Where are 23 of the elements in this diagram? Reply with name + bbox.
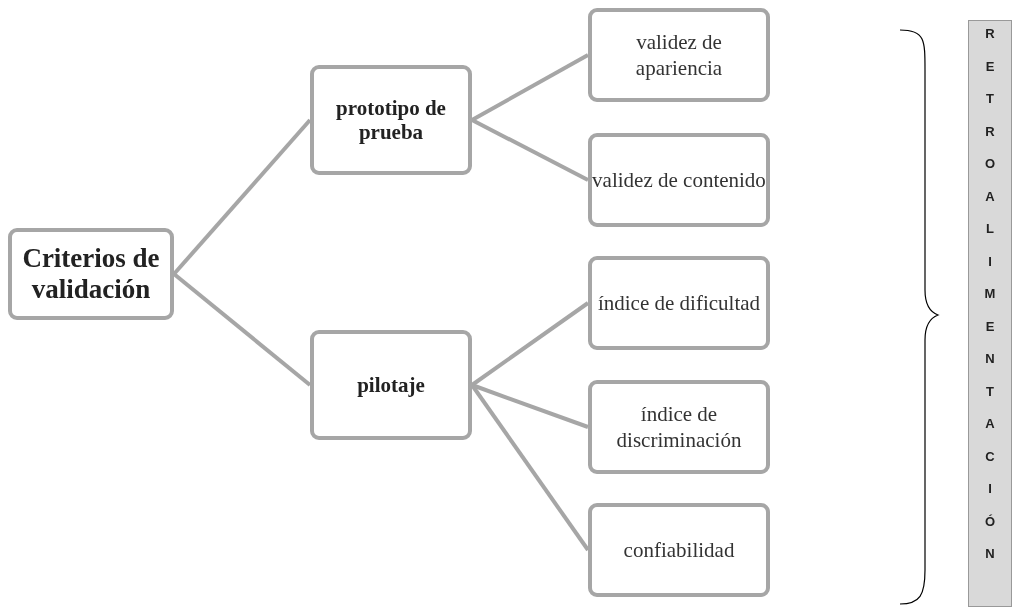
process-box	[588, 503, 770, 597]
node-label: validez de apariencia	[634, 29, 724, 81]
node-label: Criterios de validación	[21, 243, 161, 305]
process-box	[588, 256, 770, 350]
process-box	[310, 330, 472, 440]
connector-line	[172, 118, 312, 276]
node-label: pilotaje	[357, 373, 425, 397]
connector-line	[470, 301, 590, 387]
node-label: validez de contenido	[592, 167, 766, 193]
process-box	[8, 228, 174, 320]
node-label: prototipo de prueba	[335, 96, 447, 144]
process-box	[588, 380, 770, 474]
process-box	[588, 8, 770, 102]
node-label: índice de discriminación	[615, 401, 743, 453]
node-label: índice de dificultad	[597, 290, 761, 316]
vertical-label-box	[968, 20, 1012, 607]
connector-line	[172, 272, 312, 387]
connector-line	[471, 53, 589, 122]
node-label: confiabilidad	[623, 537, 735, 563]
process-box	[588, 133, 770, 227]
process-box	[310, 65, 472, 175]
connector-line	[471, 118, 589, 182]
vertical-label: RETROALIMENTACIÓN	[986, 25, 994, 563]
